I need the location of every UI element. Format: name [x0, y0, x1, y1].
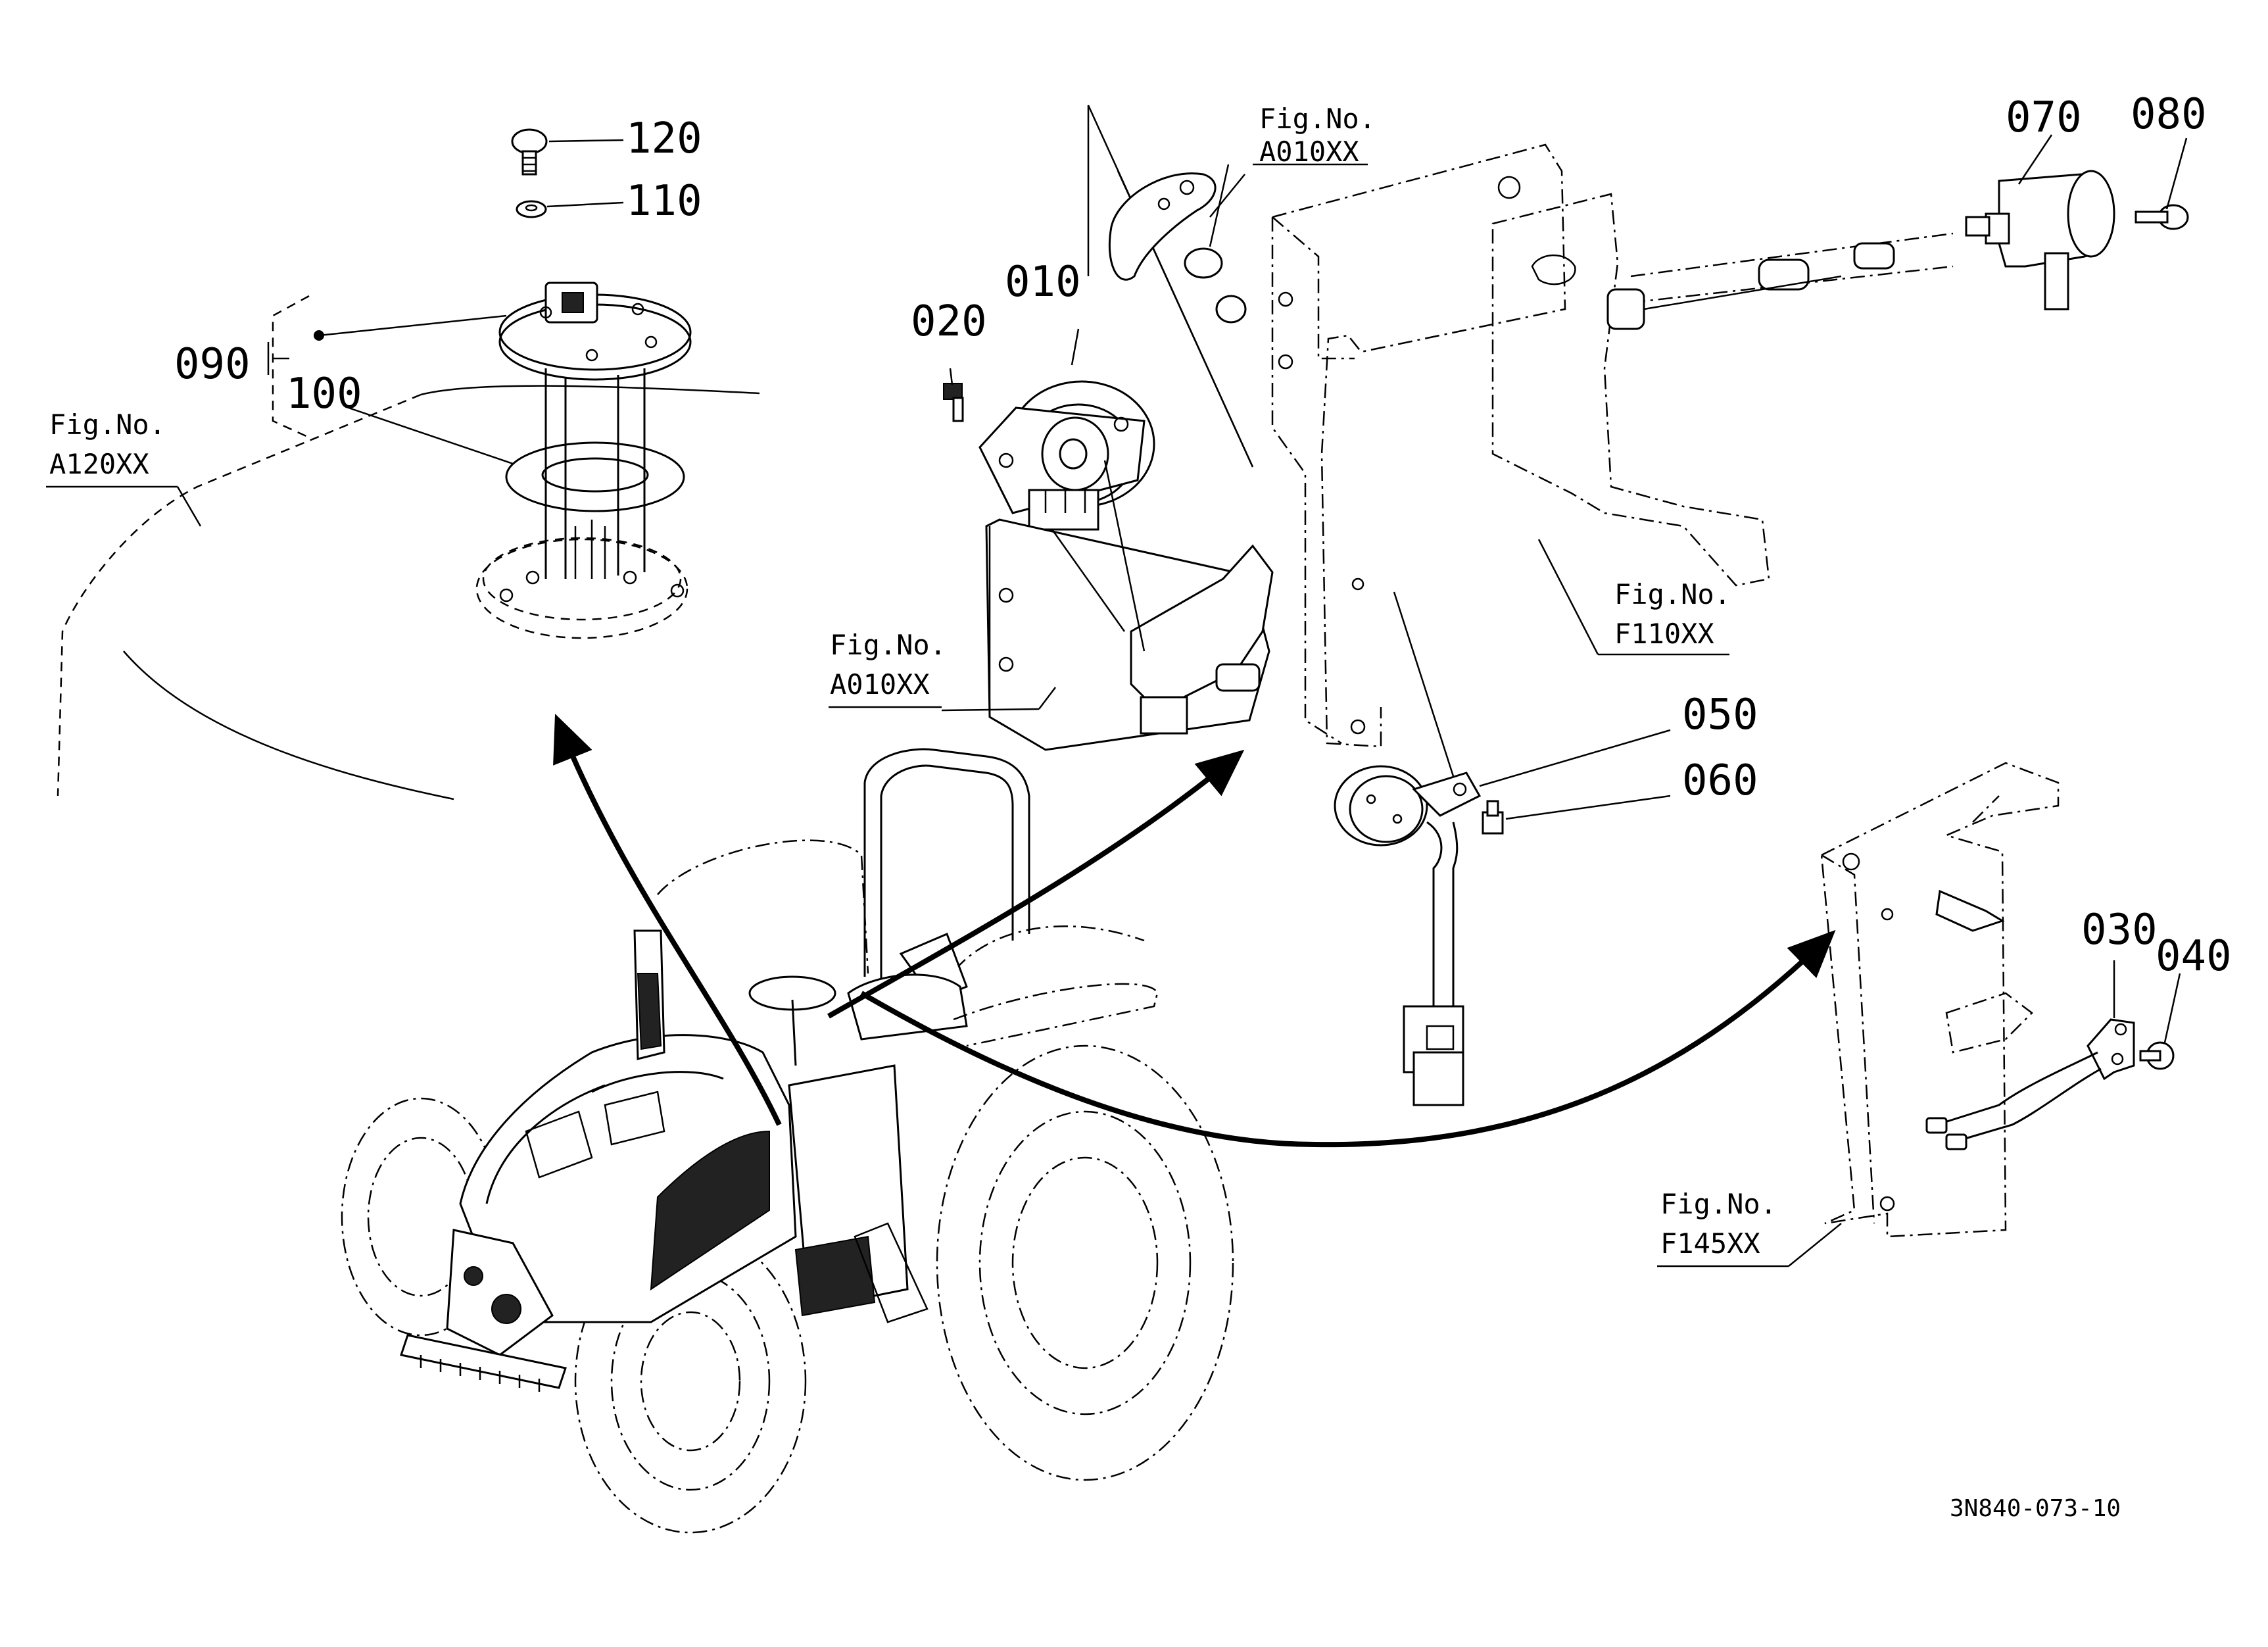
callout-020: 020 — [911, 297, 987, 346]
speed-sensor-assembly — [1334, 578, 1671, 1106]
callout-120: 120 — [626, 114, 702, 163]
callout-070: 070 — [2006, 93, 2082, 142]
callout-060: 060 — [1682, 756, 1758, 805]
fig-ref-f145-code: F145XX — [1660, 1227, 1760, 1260]
fig-ref-a010-top-label: Fig.No. — [1259, 103, 1376, 135]
fig-ref-a010-top-code: A010XX — [1259, 135, 1359, 168]
sensor-bracket-lower — [1657, 762, 2181, 1267]
position-sensor-bracket — [1253, 134, 2189, 748]
fig-ref-f110-label: Fig.No. — [1614, 578, 1731, 610]
callout-110: 110 — [626, 177, 702, 226]
fig-ref-a120-label: Fig.No. — [49, 408, 166, 441]
callout-030: 030 — [2081, 906, 2158, 954]
drawing-code: 3N840-073-10 — [1950, 1495, 2121, 1522]
fig-ref-f145-label: Fig.No. — [1660, 1188, 1777, 1220]
callout-080: 080 — [2131, 90, 2207, 139]
location-arrows — [553, 714, 1836, 1148]
callout-100: 100 — [286, 370, 362, 418]
fig-ref-a010-mid-code: A010XX — [830, 668, 930, 701]
figure-references: Fig.No. A120XX Fig.No. A010XX Fig.No. A0… — [46, 103, 1777, 1260]
fig-ref-a120-code: A120XX — [49, 448, 149, 480]
accel-sensor-assembly — [941, 105, 1274, 751]
fuel-sender-assembly — [57, 128, 760, 800]
callout-050: 050 — [1682, 691, 1758, 739]
callout-labels: 120 110 090 100 010 020 070 080 050 060 … — [174, 90, 2232, 981]
callout-090: 090 — [174, 340, 251, 389]
callout-010: 010 — [1005, 258, 1081, 307]
fig-ref-a010-mid-label: Fig.No. — [830, 629, 946, 661]
callout-040: 040 — [2156, 932, 2232, 981]
fig-ref-f110-code: F110XX — [1614, 618, 1714, 650]
tractor-illustration — [341, 748, 1234, 1534]
